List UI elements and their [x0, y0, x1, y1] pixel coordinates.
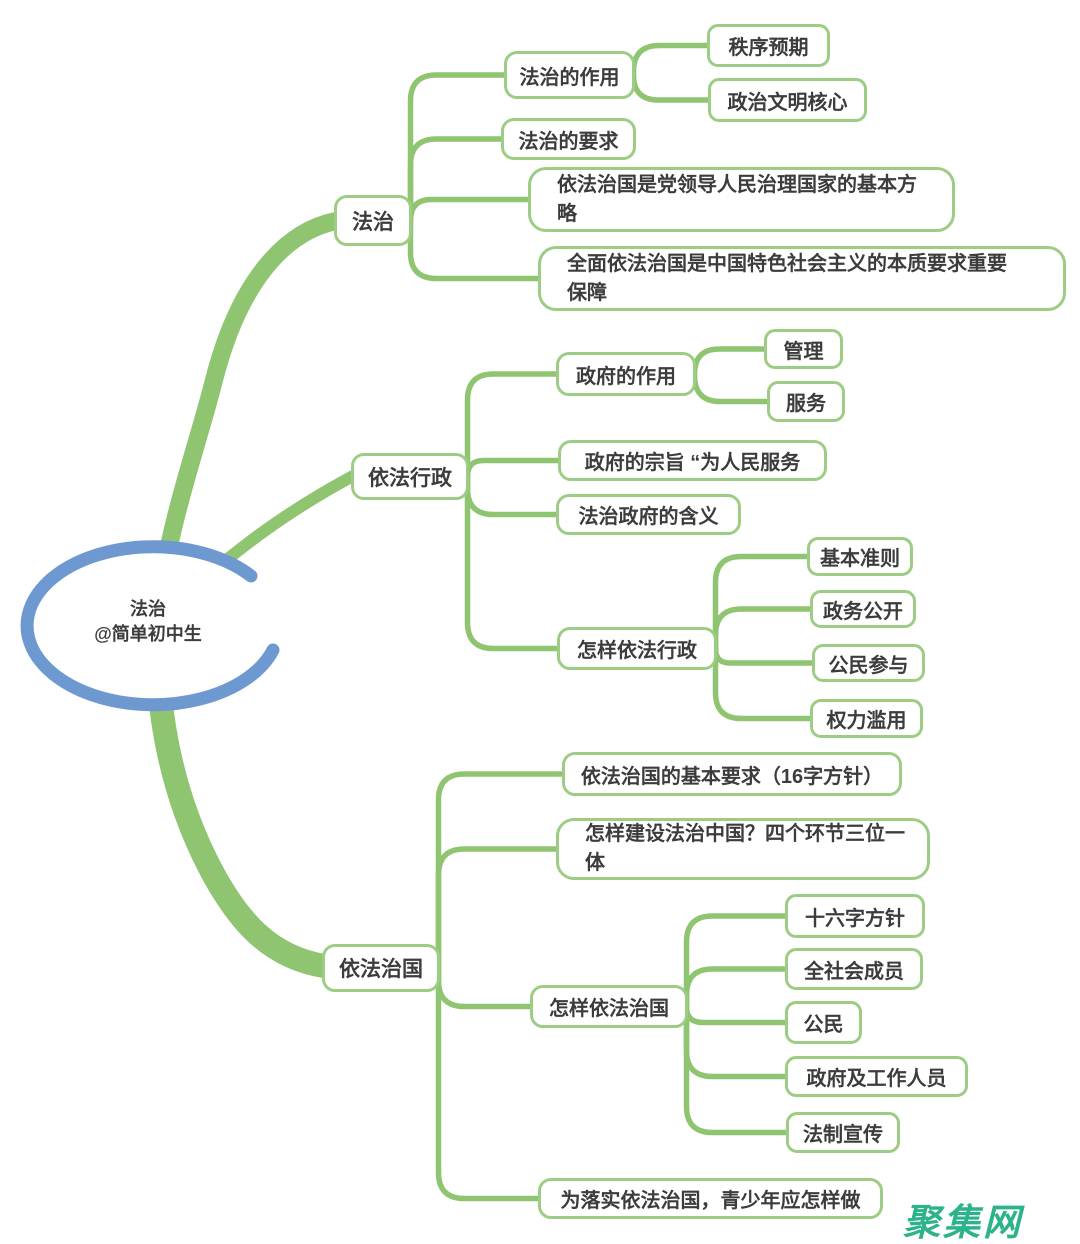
node-government-purpose: 政府的宗旨 “为人民服务: [558, 440, 827, 481]
branch-connector: [435, 965, 536, 1010]
branch-connector: [712, 645, 816, 722]
node-citizens: 公民: [785, 1001, 862, 1044]
node-meaning-of-law-based-government: 法治政府的含义: [556, 494, 741, 535]
node-how-to-govern-by-law: 怎样依法治国: [530, 985, 688, 1028]
branch-connector: [407, 72, 510, 224]
branch-administration-by-law: 依法行政: [351, 453, 469, 500]
node-requirements-of-rule-of-law: 法治的要求: [501, 118, 636, 160]
node-sixteen-char-policy: 十六字方针: [785, 894, 925, 938]
node-abuse-of-power: 权力滥用: [810, 699, 923, 738]
node-all-society-members: 全社会成员: [785, 948, 923, 990]
branch-governing-by-law: 依法治国: [322, 944, 440, 992]
node-role-of-rule-of-law: 法治的作用: [504, 51, 635, 99]
node-government-role: 政府的作用: [556, 352, 696, 396]
branch-connector: [630, 72, 714, 103]
node-management: 管理: [764, 329, 843, 369]
branch-connector: [464, 371, 562, 480]
node-basic-principles: 基本准则: [807, 537, 913, 576]
branch-connector: [630, 42, 713, 78]
branch-connector: [435, 771, 568, 971]
branch-connector: [683, 966, 791, 1010]
branch-connector: [435, 846, 562, 971]
node-citizen-participation: 公民参与: [812, 644, 925, 682]
branch-rule-of-law: 法治: [334, 195, 412, 246]
branch-connector: [712, 645, 818, 666]
node-basic-strategy-of-governing: 依法治国是党领导人民治理国家的基本方略: [528, 167, 955, 232]
central-topic: 法治 @简单初中生: [38, 597, 258, 647]
branch-connector: [712, 606, 816, 652]
node-essential-requirement-guarantee: 全面依法治国是中国特色社会主义的本质要求重要保障: [538, 246, 1066, 311]
node-how-to-build-law-based-china: 怎样建设法治中国？四个环节三位一体: [556, 818, 930, 880]
branch-connector: [683, 913, 791, 1010]
node-legal-publicity: 法制宣传: [786, 1112, 900, 1153]
node-service: 服务: [767, 381, 845, 422]
node-political-civilization-core: 政治文明核心: [708, 78, 867, 122]
branch-connector: [683, 1003, 791, 1080]
branch-connector: [435, 965, 544, 1202]
center-ellipse-ring: [20, 540, 280, 712]
node-open-government-affairs: 政务公开: [810, 590, 916, 628]
branch-connector: [407, 136, 507, 224]
branch-connector: [712, 553, 813, 652]
branch-connector: [464, 457, 564, 480]
node-order-expectation: 秩序预期: [707, 24, 830, 67]
node-government-and-staff: 政府及工作人员: [785, 1056, 968, 1097]
central-topic-title: 法治: [130, 599, 166, 619]
central-topic-subtitle: @简单初中生: [94, 624, 202, 644]
branch-connector: [464, 473, 563, 652]
branch-connector: [683, 1003, 791, 1026]
node-basic-requirements-16-char: 依法治国的基本要求（16字方针）: [562, 752, 902, 796]
branch-connector: [464, 473, 562, 518]
branch-connector: [691, 346, 770, 377]
branch-connector: [683, 1003, 792, 1136]
node-how-to-administer-by-law: 怎样依法行政: [557, 627, 717, 670]
watermark-jujiwang: 聚集网: [903, 1202, 1023, 1243]
node-what-youth-should-do: 为落实依法治国，青少年应怎样做: [538, 1178, 883, 1219]
branch-connector: [407, 196, 534, 224]
branch-connector: [407, 217, 544, 282]
branch-connector: [691, 371, 773, 405]
